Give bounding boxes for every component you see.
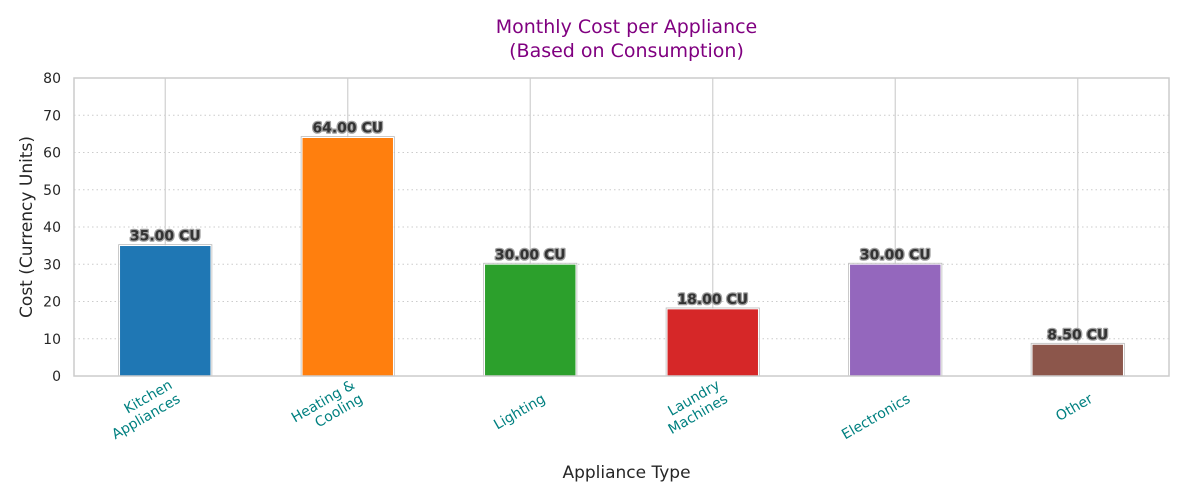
x-axis-label: Appliance Type [562, 463, 690, 483]
y-tick-label-6: 60 [43, 146, 61, 162]
x-tick-group-0: KitchenAppliances [101, 377, 183, 443]
plot-frame [73, 77, 1170, 377]
x-tick-label-5: Other [1053, 391, 1096, 425]
y-tick-label-7: 70 [43, 108, 61, 124]
x-tick-group-1: Heating &Cooling [289, 377, 366, 440]
x-tick-label-0: KitchenAppliances [101, 377, 183, 443]
data-label-0: 35.00 CU [130, 229, 201, 245]
x-tick-group-2: Lighting [491, 391, 548, 433]
y-tick-label-8: 80 [43, 71, 61, 87]
bar-1 [301, 137, 394, 377]
bar-2 [484, 263, 577, 377]
y-tick-label-5: 50 [43, 183, 61, 199]
x-tick-label-1: Heating &Cooling [289, 377, 366, 440]
x-tick-label-2: Lighting [491, 391, 548, 433]
y-tick-label-2: 20 [43, 295, 61, 311]
x-tick-label-3: LaundryMachines [658, 377, 731, 438]
bar-0 [119, 245, 212, 377]
x-tick-group-4: Electronics [839, 391, 913, 443]
x-tick-group-3: LaundryMachines [658, 377, 731, 438]
bar-4 [849, 263, 942, 377]
y-tick-label-4: 40 [43, 220, 61, 236]
y-axis-label: Cost (Currency Units) [17, 136, 37, 318]
bar-5 [1031, 343, 1124, 377]
data-label-5: 8.50 CU [1047, 327, 1108, 343]
data-label-2: 30.00 CU [495, 247, 566, 263]
x-tick-label-4: Electronics [839, 391, 913, 443]
data-label-1: 64.00 CU [312, 121, 383, 137]
y-tick-label-0: 0 [52, 369, 61, 385]
chart-title: Monthly Cost per Appliance(Based on Cons… [496, 16, 758, 62]
bar-3 [666, 308, 759, 377]
data-label-4: 30.00 CU [860, 247, 931, 263]
x-tick-group-5: Other [1053, 391, 1096, 425]
y-tick-label-3: 30 [43, 257, 61, 273]
data-label-3: 18.00 CU [677, 292, 748, 308]
y-tick-label-1: 10 [43, 332, 61, 348]
